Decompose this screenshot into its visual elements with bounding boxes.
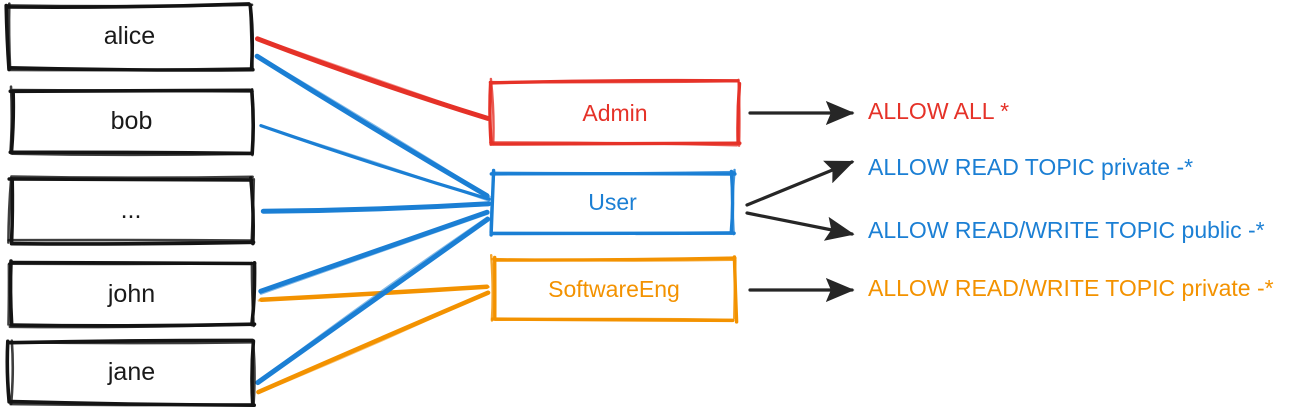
link-john-softwareeng (257, 284, 490, 302)
user-box-jane[interactable] (5, 338, 256, 407)
role-box-softwareeng[interactable] (489, 253, 739, 324)
user-box-bob[interactable] (8, 85, 255, 157)
permission-perm-readwrite-topic-private: ALLOW READ/WRITE TOPIC private -* (868, 275, 1274, 301)
link-jane-softwareeng (256, 290, 491, 395)
link-bob-user (259, 124, 491, 202)
role-box-admin[interactable] (488, 77, 742, 147)
user-box-dots[interactable] (7, 175, 256, 246)
link-jane-user (255, 216, 491, 386)
permission-perm-read-topic-private: ALLOW READ TOPIC private -* (868, 154, 1194, 180)
link-alice-admin (255, 36, 491, 121)
permission-perm-allow-all: ALLOW ALL * (868, 98, 1010, 124)
arrow-to-perm-readwrite-topic-public (745, 211, 855, 241)
link-dots-user (260, 201, 492, 214)
permission-perm-readwrite-topic-public: ALLOW READ/WRITE TOPIC public -* (868, 217, 1265, 243)
link-alice-user (254, 53, 491, 199)
user-box-alice[interactable] (4, 2, 255, 72)
role-box-user[interactable] (489, 168, 737, 237)
link-john-user (258, 209, 490, 295)
user-box-john[interactable] (7, 259, 257, 329)
arrow-to-perm-read-topic-private (745, 160, 855, 207)
